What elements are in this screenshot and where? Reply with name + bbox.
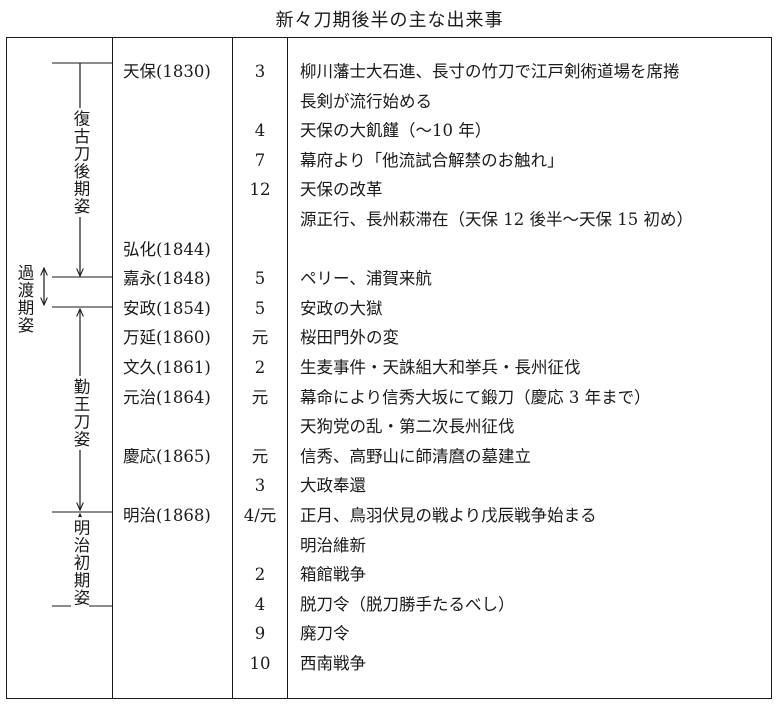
row-year: 2 <box>254 565 266 585</box>
row-event: 大政奉還 <box>300 476 366 496</box>
row-year: 7 <box>254 150 266 170</box>
row-year: 3 <box>254 62 266 81</box>
column-divider-event <box>287 38 288 699</box>
row-event: 西南戦争 <box>300 654 366 673</box>
row-event: 生麦事件・天誅組大和挙兵・長州征伐 <box>300 358 581 377</box>
row-event: 信秀、高野山に師清麿の墓建立 <box>300 446 531 466</box>
period-label-fukko: 復古刀後期姿 <box>71 108 90 217</box>
row-event: 天狗党の乱・第二次長州征伐 <box>300 417 515 437</box>
row-year: 元 <box>251 446 269 466</box>
row-year: 5 <box>254 298 266 318</box>
row-event: 桜田門外の変 <box>300 328 399 348</box>
row-era: 弘化(1844) <box>123 239 211 259</box>
row-year: 2 <box>254 358 266 377</box>
row-event: 源正行、長州萩滞在（天保 12 後半〜天保 15 初め） <box>300 210 693 229</box>
row-event: 天保の改革 <box>300 180 383 200</box>
row-era: 文久(1861) <box>123 358 211 377</box>
row-year: 9 <box>254 624 266 644</box>
row-event: 明治維新 <box>300 535 366 555</box>
row-year <box>234 205 286 235</box>
row-year <box>234 412 286 442</box>
row-year: 元 <box>251 328 269 348</box>
row-event: 正月、鳥羽伏見の戦より戊辰戦争始まる <box>300 506 597 525</box>
period-label-meiji: 明治初期姿 <box>71 517 90 609</box>
column-divider-era <box>112 38 113 699</box>
row-event: ペリー、浦賀来航 <box>300 269 432 289</box>
period-label-kato: 過渡期姿 <box>15 264 34 334</box>
row-year <box>234 235 286 265</box>
row-year: 4 <box>254 121 266 141</box>
row-year: 5 <box>254 269 266 289</box>
row-era: 安政(1854) <box>123 298 211 318</box>
row-year <box>234 531 286 561</box>
row-year <box>234 87 286 117</box>
row-era: 元治(1864) <box>123 387 211 407</box>
row-year: 4 <box>254 594 266 614</box>
row-era: 慶応(1865) <box>123 446 211 466</box>
row-event: 箱館戦争 <box>300 565 366 585</box>
period-label-kinno: 勤王刀姿 <box>71 376 90 450</box>
row-era: 明治(1868) <box>123 506 211 525</box>
row-event: 廃刀令 <box>300 624 350 644</box>
column-divider-year <box>232 38 233 699</box>
page-title: 新々刀期後半の主な出来事 <box>275 10 504 31</box>
row-event: 脱刀令（脱刀勝手たるべし） <box>300 594 515 614</box>
row-year: 元 <box>251 387 269 407</box>
row-era: 嘉永(1848) <box>123 269 211 289</box>
row-era: 天保(1830) <box>123 62 211 81</box>
row-year: 4/元 <box>243 506 277 525</box>
row-year: 3 <box>254 476 266 496</box>
row-event: 幕命により信秀大坂にて鍛刀（慶応 3 年まで） <box>300 387 651 407</box>
row-era: 万延(1860) <box>123 328 211 348</box>
row-event: 幕府より「他流試合解禁のお触れ」 <box>300 150 564 170</box>
row-year: 10 <box>249 654 271 673</box>
row-event: 長剣が流行始める <box>300 91 432 111</box>
row-event: 柳川藩士大石進、長寸の竹刀で江戸剣術道場を席捲 <box>300 62 680 81</box>
timeline-table <box>6 37 772 699</box>
row-event: 天保の大飢饉（〜10 年） <box>300 121 492 141</box>
row-event: 安政の大獄 <box>300 298 383 318</box>
row-year: 12 <box>249 180 271 200</box>
